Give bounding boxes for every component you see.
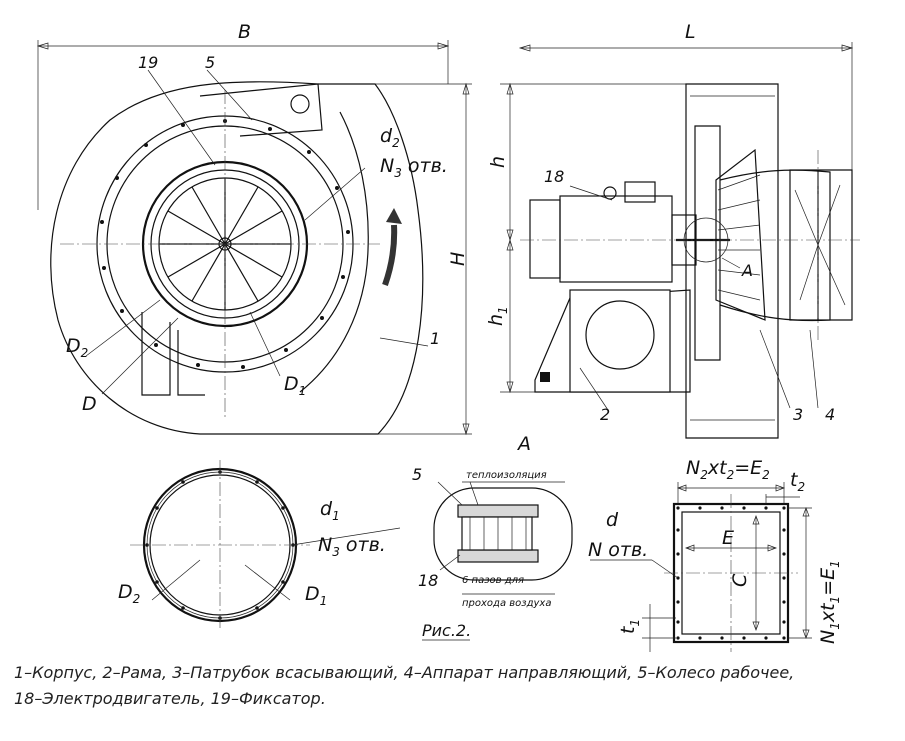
legend: 1–Корпус, 2–Рама, 3–Патрубок всасывающий… (14, 660, 894, 712)
flange-top-dim: N2xt2=E2 (686, 457, 770, 482)
detail-slots-line1: 6 пазов для (462, 575, 524, 586)
callout-4: 4 (825, 405, 835, 424)
label-D-top: D (82, 393, 97, 415)
label-d2: d2 (380, 125, 400, 150)
front-view: B H (36, 21, 472, 436)
dim-H: H (447, 252, 469, 266)
detail-A-title: A (516, 433, 531, 455)
dim-B: B (238, 21, 251, 43)
flange-side-dim: N1xt1=E1 (817, 560, 842, 644)
detail-A: A теплоизоляция 6 пазов для прохода возд… (412, 433, 573, 641)
label-D1-bottom: D1 (305, 583, 327, 608)
dim-L: L (685, 21, 696, 43)
label-d1: d1 (320, 498, 340, 523)
flange-C: C (729, 573, 751, 587)
flange-E: E (722, 527, 734, 549)
flange-n-holes: N отв. (588, 539, 648, 561)
flange-t1: t1 (617, 619, 642, 634)
callout-1: 1 (430, 329, 440, 348)
label-D1-top: D1 (284, 373, 306, 398)
legend-line-2: 18–Электродвигатель, 19–Фиксатор. (14, 689, 326, 708)
label-n3-bottom: N3 отв. (318, 534, 386, 559)
housing-holes (100, 119, 350, 369)
dim-h: h (487, 156, 509, 168)
label-n3-top: N3 отв. (380, 155, 448, 180)
detail-slots-line2: прохода воздуха (462, 598, 551, 609)
side-view: L h h1 (485, 21, 860, 439)
callout-5-top: 5 (205, 53, 215, 72)
callout-18-side: 18 (544, 167, 564, 186)
inlet-flange-view: d1 N3 отв. D2 D1 (118, 460, 401, 630)
flange-d: d (606, 509, 619, 531)
flange-t2: t2 (790, 469, 805, 494)
callout-3: 3 (793, 405, 803, 424)
detail-A-mark: A (741, 261, 753, 280)
legend-line-1: 1–Корпус, 2–Рама, 3–Патрубок всасывающий… (14, 663, 795, 682)
outlet-flange-view: N2xt2=E2 t2 E C N1xt1=E1 t1 d N отв. (588, 457, 842, 652)
callout-2: 2 (600, 405, 610, 424)
label-D2-bottom: D2 (118, 581, 140, 606)
callout-5-detail: 5 (412, 465, 422, 484)
callout-19: 19 (138, 53, 158, 72)
callout-18-detail: 18 (418, 571, 438, 590)
detail-insulation: теплоизоляция (466, 470, 547, 481)
dim-h1: h1 (485, 306, 510, 326)
figure-label: Рис.2. (422, 621, 471, 640)
label-D2-top: D2 (66, 335, 88, 360)
